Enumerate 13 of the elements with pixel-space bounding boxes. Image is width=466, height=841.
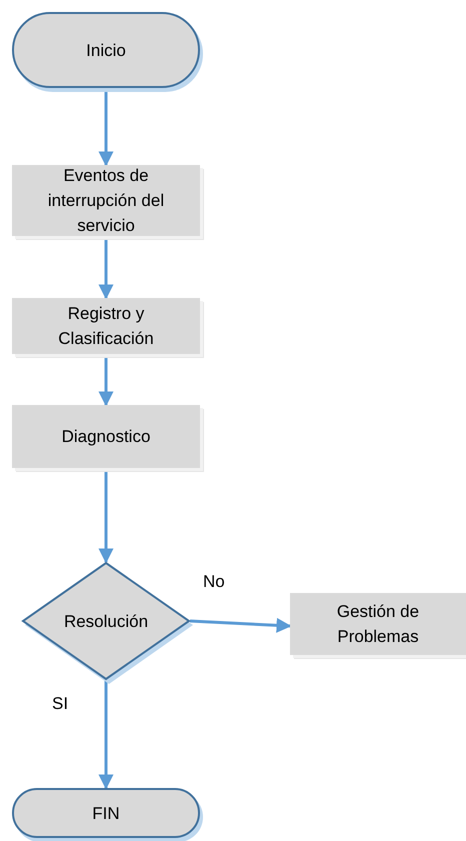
process-box	[12, 298, 200, 354]
arrow	[98, 680, 114, 790]
node-label: Registro y Clasificación	[57, 303, 155, 350]
arrow	[190, 618, 292, 633]
process-box	[12, 405, 200, 468]
process-box	[290, 593, 466, 655]
node-label: Diagnostico	[60, 426, 152, 448]
process-box	[12, 165, 200, 236]
node-label: Inicio	[85, 40, 127, 62]
node-label: Eventos de interrupción del servicio	[46, 165, 166, 237]
terminator-shape	[12, 788, 200, 838]
node-label: FIN	[91, 802, 121, 824]
node-label: Gestión de Problemas	[336, 601, 420, 648]
